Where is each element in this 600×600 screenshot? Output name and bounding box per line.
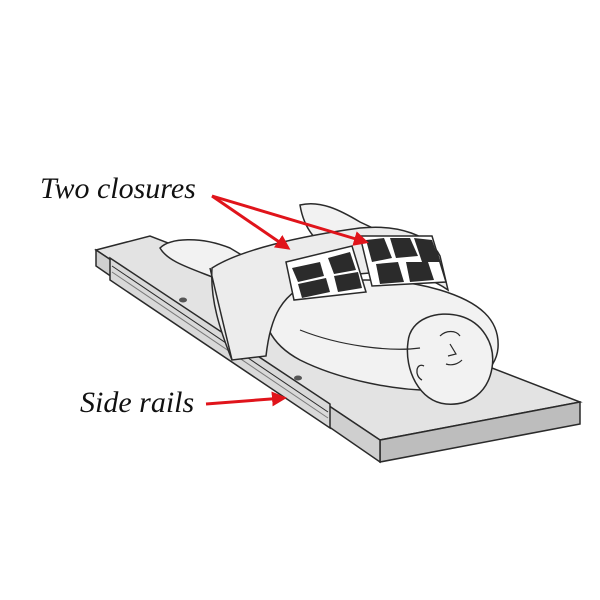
side-rails-label: Side rails: [80, 386, 195, 419]
closures-label: Two closures: [40, 172, 196, 205]
closures-arrows: [211, 194, 369, 250]
closure-back: [359, 235, 447, 287]
red-arrow-icon: [205, 391, 287, 407]
side-rail: [109, 256, 331, 430]
red-arrow-icon: [211, 194, 291, 250]
restraint-strap: [209, 226, 450, 361]
closure-front: [285, 245, 367, 301]
rails-arrow: [205, 391, 287, 407]
red-arrow-icon: [211, 194, 369, 246]
patient-head: [406, 313, 494, 405]
